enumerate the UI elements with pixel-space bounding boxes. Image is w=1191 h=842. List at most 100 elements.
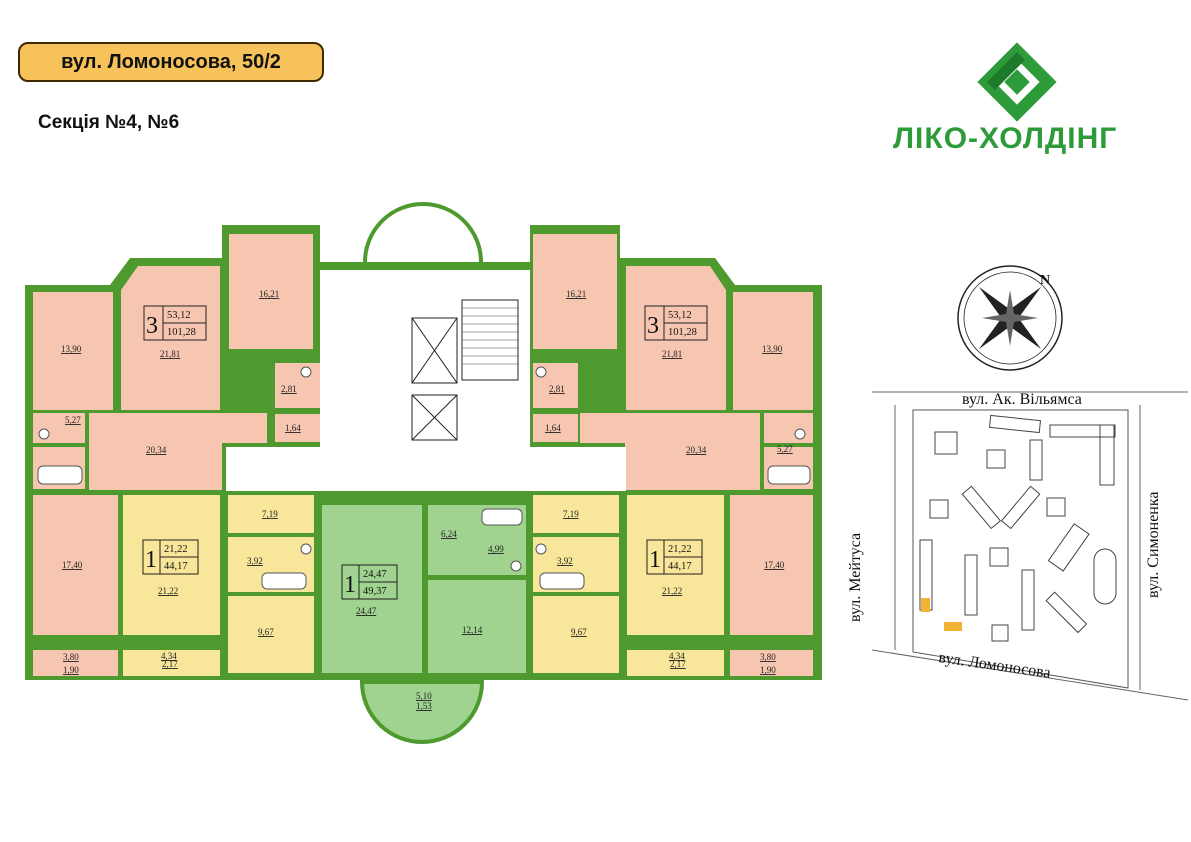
address-badge: вул. Ломоносова, 50/2 (18, 42, 324, 82)
room (533, 495, 619, 533)
toilet-icon (510, 560, 522, 572)
room-area-label: 17,40 (62, 560, 83, 570)
apartment-info-box: 1 21,22 44,17 (646, 539, 703, 575)
room-area-label: 2,81 (281, 384, 297, 394)
room (627, 495, 724, 635)
apartment-living-area: 21,22 (668, 544, 692, 555)
room (730, 650, 813, 676)
room (533, 596, 619, 673)
entrance-bay-top (363, 202, 483, 263)
room-area-label: 7,19 (563, 509, 579, 519)
room-area-label: 20,34 (686, 445, 707, 455)
apartment-living-area: 53,12 (668, 310, 692, 321)
street-label-left: вул. Мейтуса (847, 533, 864, 622)
room-area-label: 17,40 (764, 560, 785, 570)
apartment-rooms: 3 (647, 313, 659, 339)
room-area-label: 13,90 (762, 344, 783, 354)
apartment-rooms: 1 (649, 547, 661, 573)
apartment-info-box: 3 53,12 101,28 (143, 305, 207, 341)
apartment-living-area: 24,47 (363, 569, 387, 580)
room-area-label: 9,67 (571, 627, 587, 637)
apartment-rooms: 3 (146, 313, 158, 339)
toilets (38, 366, 806, 572)
room (33, 292, 113, 410)
apartment-1room-center (322, 505, 526, 673)
room-area-label: 21,81 (662, 349, 682, 359)
room-area-label: 5,27 (777, 444, 793, 454)
apartment-1room-left (123, 495, 314, 676)
toilet-icon (38, 428, 50, 440)
room-area-label: 16,21 (566, 289, 586, 299)
corridor (226, 447, 626, 491)
bathtub-icon (261, 572, 307, 590)
bathtub-icon (37, 465, 83, 485)
room-area-label: 2,17 (162, 659, 178, 669)
room-area-label: 3,92 (247, 556, 263, 566)
apartment-info-box: 3 53,12 101,28 (644, 305, 708, 341)
room-area-label: 21,22 (158, 586, 178, 596)
room-area-label: 1,64 (285, 423, 301, 433)
room-area-label: 5,10 (416, 691, 432, 701)
bathtub-icon (539, 572, 585, 590)
apartment-rooms: 1 (145, 547, 157, 573)
street-outline (871, 649, 1189, 701)
room (228, 495, 314, 533)
room-area-label: 7,19 (262, 509, 278, 519)
room-area-label: 20,34 (146, 445, 167, 455)
room (730, 495, 813, 635)
room (733, 292, 813, 410)
room-area-label: 4,99 (488, 544, 504, 554)
elevator (411, 317, 458, 384)
room (229, 234, 313, 349)
compass-north-label: N (1040, 273, 1050, 288)
room-area-label: 6,24 (441, 529, 457, 539)
room (428, 580, 526, 673)
toilet-icon (794, 428, 806, 440)
room (627, 650, 724, 676)
room (123, 495, 220, 635)
room (33, 650, 118, 676)
room-area-label: 24,47 (356, 606, 377, 616)
balcony-bay-bottom (359, 680, 485, 744)
apartment-living-area: 53,12 (167, 310, 191, 321)
company-logo-icon (977, 42, 1057, 122)
apartment-total-area: 101,28 (167, 327, 196, 338)
room-area-label: 1,53 (416, 701, 432, 711)
bathtub-icon (767, 465, 811, 485)
site-plan: вул. Ак. Вільямса вул. Мейтуса вул. Симо… (847, 391, 1189, 701)
room-area-label: 9,67 (258, 627, 274, 637)
room (123, 650, 220, 676)
apartment-info-box: 1 24,47 49,37 (341, 564, 398, 600)
room-area-label: 5,27 (65, 415, 81, 425)
bathtub-icon (481, 508, 523, 526)
toilet-icon (300, 543, 312, 555)
room-area-label: 1,90 (760, 665, 776, 675)
room-area-label: 3,92 (557, 556, 573, 566)
room-area-label: 13,90 (61, 344, 82, 354)
staircase-steps (462, 307, 518, 365)
apartment-total-area: 49,37 (363, 586, 387, 597)
street-label-right: вул. Симоненка (1145, 491, 1162, 598)
apartment-living-area: 21,22 (164, 544, 188, 555)
apartment-info-box: 1 21,22 44,17 (142, 539, 199, 575)
room-area-label: 3,80 (63, 652, 79, 662)
building-footprints (919, 414, 1117, 642)
highlighted-building (921, 598, 930, 612)
street-label-bottom: вул. Ломоносова (937, 649, 1051, 682)
section-title: Секція №4, №6 (38, 112, 180, 133)
room-area-label: 21,81 (160, 349, 180, 359)
highlighted-building (944, 622, 962, 631)
floor-plan: 13,90 21,81 16,21 2,81 1,64 5,27 20,34 1… (25, 202, 822, 744)
room (275, 363, 320, 408)
room-area-label: 4,34 (161, 651, 177, 661)
apartment-rooms: 1 (344, 572, 356, 598)
room-area-label: 12,14 (462, 625, 483, 635)
room-area-label: 4,34 (669, 651, 685, 661)
bathtubs (37, 465, 811, 590)
room (533, 234, 617, 349)
room-area-label: 2,81 (549, 384, 565, 394)
toilet-icon (535, 366, 547, 378)
room (626, 266, 726, 410)
apartment-total-area: 44,17 (164, 561, 188, 572)
